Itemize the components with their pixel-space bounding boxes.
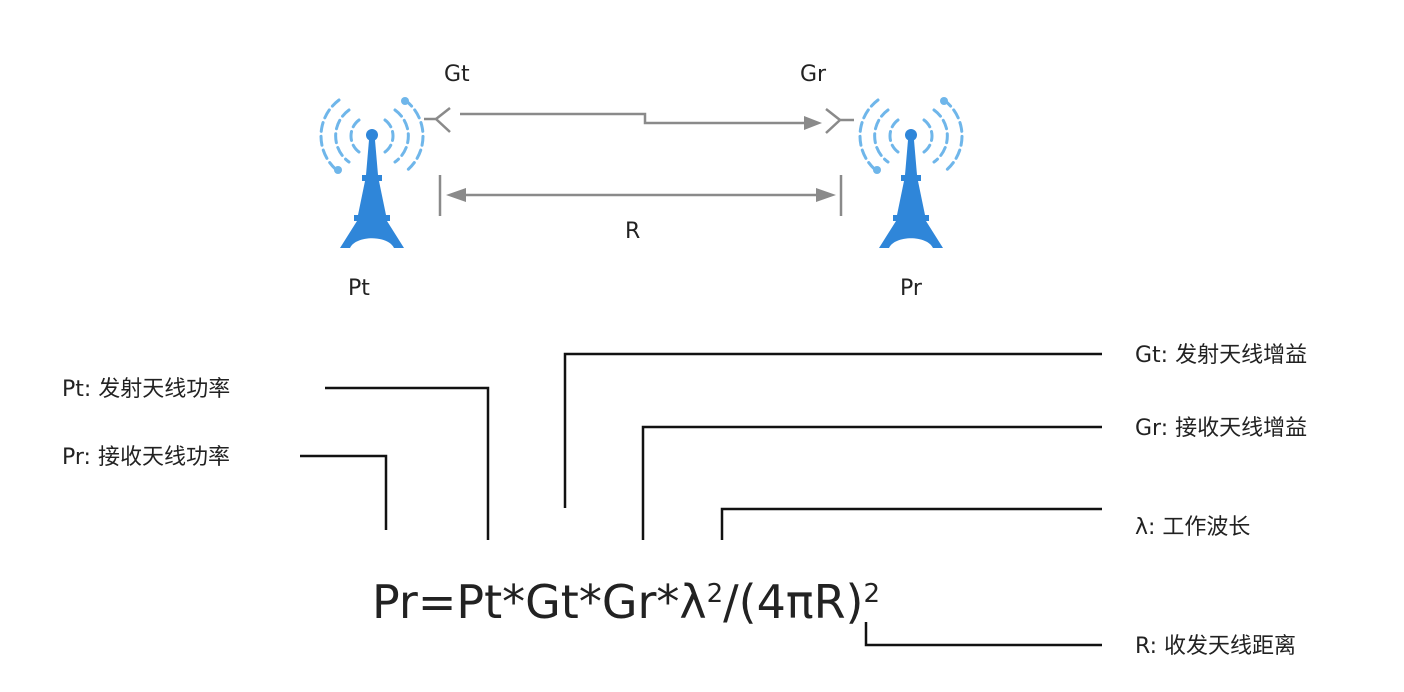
formula-exponent-1: 2	[707, 579, 724, 609]
transmit-tower-icon	[319, 97, 425, 248]
pr-label: Pr	[900, 276, 923, 301]
distance-label: R	[625, 219, 640, 244]
pt-label: Pt	[348, 276, 370, 301]
legend-r: R: 收发天线距离	[1135, 634, 1296, 659]
leader-lambda	[720, 507, 1102, 540]
signal-path-arrow	[460, 112, 822, 130]
legend-pr: Pr: 接收天线功率	[62, 445, 230, 470]
legend-pt: Pt: 发射天线功率	[62, 377, 230, 402]
leader-gt	[563, 352, 1102, 508]
transmit-antenna-icon	[424, 107, 451, 133]
leader-gr	[641, 425, 1102, 540]
receive-tower-icon	[858, 97, 964, 248]
leader-r	[864, 622, 1102, 647]
legend-gr: Gr: 接收天线增益	[1135, 416, 1307, 441]
gt-label: Gt	[444, 62, 470, 87]
legend-lambda: λ: 工作波长	[1135, 515, 1250, 540]
formula: Pr=Pt*Gt*Gr*λ2/(4πR)2	[372, 575, 880, 629]
formula-denominator: /(4πR)	[723, 575, 863, 629]
leader-pt	[325, 386, 490, 540]
receive-antenna-icon	[825, 108, 854, 134]
gr-label: Gr	[800, 62, 827, 87]
legend-gt: Gt: 发射天线增益	[1135, 343, 1307, 368]
formula-exponent-2: 2	[864, 579, 881, 609]
leader-lines	[300, 352, 1102, 647]
distance-arrow	[438, 175, 843, 216]
formula-main: Pr=Pt*Gt*Gr*λ	[372, 575, 707, 629]
leader-pr	[300, 454, 388, 530]
